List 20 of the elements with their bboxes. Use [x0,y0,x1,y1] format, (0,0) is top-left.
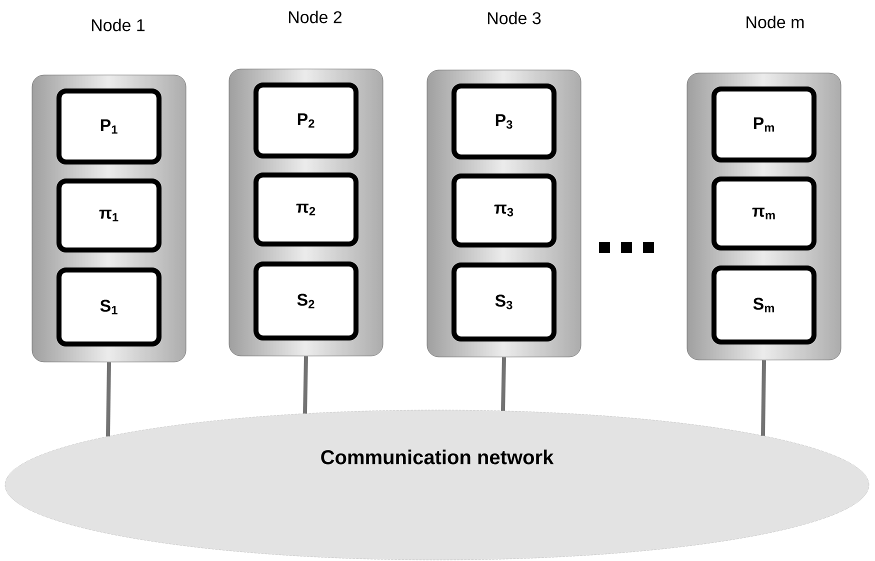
connector-line [303,356,308,414]
component-box: P$_{1}$ [56,88,162,164]
component-box: S$_{3}$ [452,262,556,342]
component-box: P$_{m}$ [712,86,816,162]
connector-line [106,362,111,436]
component-box: P$_{3}$ [452,83,556,160]
component-box: S$_{1}$ [56,268,162,346]
component-box: S$_{m}$ [712,266,816,344]
node-heading: Node 2 [289,10,342,24]
connector-line [501,357,506,411]
node-heading: Node 1 [92,18,145,32]
connector-line [761,360,766,436]
component-box: P$_{2}$ [254,82,358,158]
component-box: π$_{3}$ [452,173,556,248]
node-heading: Node m [746,16,804,28]
node-heading: Node 3 [488,12,541,24]
component-box: π$_{1}$ [56,178,162,252]
component-box: π$_{2}$ [254,172,358,246]
component-box: π$_{m}$ [712,176,816,250]
component-box: S$_{2}$ [254,261,358,340]
